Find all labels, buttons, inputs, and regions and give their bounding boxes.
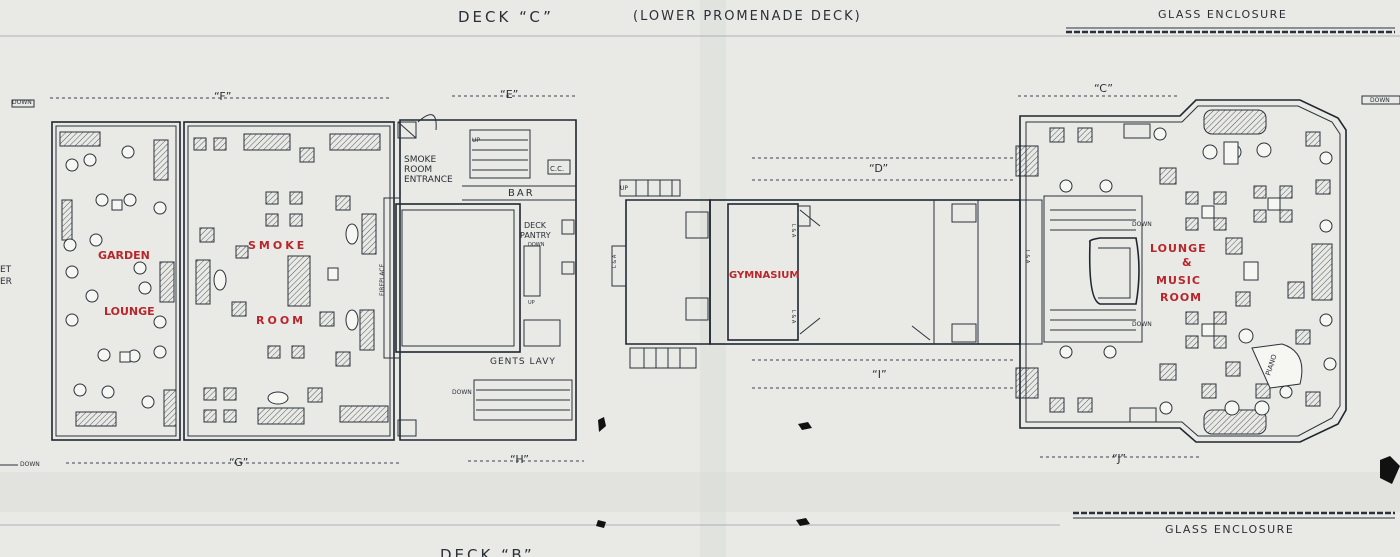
lavy-down: DOWN [452,389,472,396]
service-block: C.C. UP SMOKE ROOM ENTRANCE BAR DECK PAN… [383,114,577,441]
la-lounge-entrance: L & A [1024,250,1030,264]
svg-text:“G”: “G” [229,456,248,469]
dim-e: “E” [452,88,576,101]
margin-down-bottom: DOWN [20,461,40,468]
garden-label: GARDEN [98,249,150,262]
glass-enclosure-top-line [1066,27,1395,34]
smoke-room-entrance-1: SMOKE [404,155,436,165]
margin-et: ET [0,265,12,275]
gents-lavy-label: GENTS LAVY [490,357,556,367]
gymnasium-label: GYMNASIUM [729,270,799,281]
deck-subtitle: (LOWER PROMENADE DECK) [633,9,862,24]
music-room-label: ROOM [1160,291,1202,304]
dim-g: “G” [66,456,400,469]
paper-crease [0,472,1400,512]
smoke-room: SMOKE ROOM FIREPLACE [183,121,395,441]
pantry-down: DOWN [528,242,545,248]
smoke-label: SMOKE [248,239,307,252]
cc-label: C.C. [550,165,564,173]
margin-er: ER [0,277,12,287]
svg-text:“J”: “J” [1112,452,1126,465]
svg-text:“F”: “F” [214,90,231,103]
entrance-up: UP [472,137,480,144]
glass-enclosure-bottom: GLASS ENCLOSURE [1165,523,1294,536]
garden-lounge-label: LOUNGE [104,305,155,318]
dim-j: “J” [1040,452,1200,465]
center-section: UP L & A L & A L & A GYMNASIUM L & A [611,145,1043,399]
lounge-margin-down: DOWN [1370,97,1390,104]
la-gym-top: L & A [790,224,796,238]
deck-title: DECK “C” [458,8,554,26]
lounge-music-room: DOWN DOWN DOWN [1019,95,1400,443]
paper-fold [700,0,726,557]
svg-text:“I”: “I” [872,368,887,381]
svg-text:“H”: “H” [510,453,529,466]
deck-pantry-2: PANTRY [520,231,551,240]
lounge-down-bottom: DOWN [1132,321,1152,328]
svg-text:“E”: “E” [500,88,518,101]
smoke-room-entrance-2: ROOM [404,165,432,175]
bar-label: BAR [508,188,535,199]
smoke-room-label: ROOM [256,314,306,327]
next-deck-title: DECK “B” [440,546,535,557]
garden-lounge: GARDEN LOUNGE [51,121,181,441]
dim-i: “I” [752,359,1016,389]
lounge-label: LOUNGE [1150,242,1207,255]
center-up: UP [620,185,628,192]
deck-pantry-1: DECK [524,221,547,230]
lounge-amp: & [1182,256,1192,269]
margin-down-top: DOWN [12,99,32,106]
dim-h: “H” [468,453,584,466]
ink-marks [596,417,1400,528]
glass-enclosure-top: GLASS ENCLOSURE [1158,8,1287,21]
fireplace-label: FIREPLACE [379,264,386,296]
svg-text:“D”: “D” [869,162,888,175]
dim-c: “C” [1018,82,1180,97]
la-left: L & A [612,254,618,268]
la-gym-bottom: L & A [790,310,796,324]
svg-text:“C”: “C” [1094,82,1113,95]
lounge-down-top: DOWN [1132,221,1152,228]
music-label: MUSIC [1156,274,1201,287]
dim-d: “D” [752,157,1016,181]
smoke-room-entrance-3: ENTRANCE [404,175,453,185]
margin-box-top [11,99,35,108]
glass-enclosure-bottom-line [1073,511,1395,519]
dim-f: “F” [50,90,392,103]
pantry-up: UP [528,300,535,306]
